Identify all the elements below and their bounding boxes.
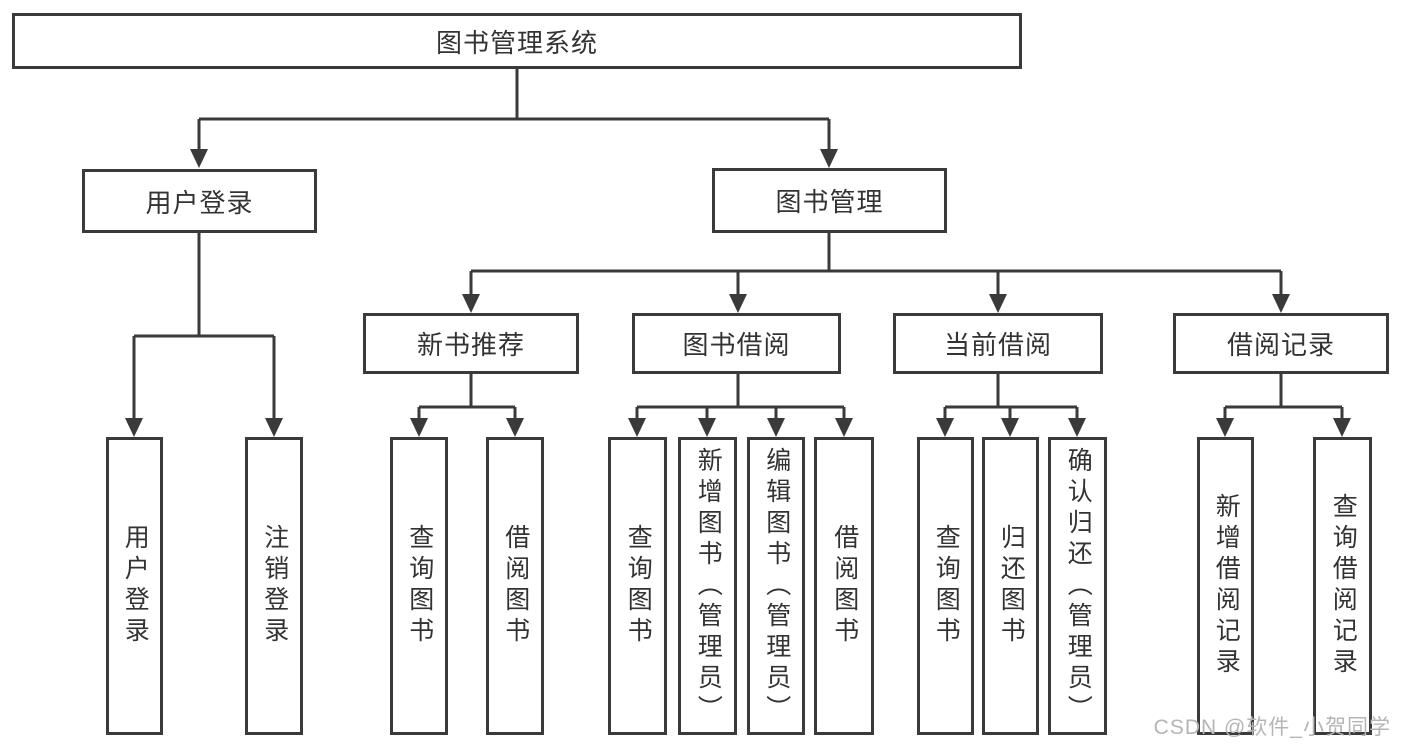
csdn-watermark: CSDN @软件_小贺同学 (1153, 716, 1391, 739)
leaf-user-login: 用户登录 (106, 437, 163, 735)
node-current-borrowing: 当前借阅 (893, 313, 1103, 374)
node-label: 图书借阅 (682, 330, 791, 360)
leaf-current-return-books: 归还图书 (982, 437, 1039, 735)
node-label: 查询图书 (932, 524, 961, 648)
leaf-newbook-query-books: 查询图书 (390, 437, 448, 735)
node-new-book-recommendation: 新书推荐 (363, 313, 579, 374)
node-label: 用户登录 (121, 524, 150, 648)
node-label: 确认归还（管理员） (1064, 446, 1093, 726)
leaf-borrowing-edit-books-admin: 编辑图书（管理员） (747, 437, 805, 735)
leaf-records-query-borrow-record: 查询借阅记录 (1313, 437, 1372, 735)
node-label: 借阅图书 (501, 524, 530, 648)
node-borrowing-records: 借阅记录 (1173, 313, 1389, 374)
node-label: 用户登录 (145, 187, 254, 218)
node-label: 借阅记录 (1226, 330, 1335, 360)
leaf-newbook-borrow-books: 借阅图书 (486, 437, 544, 735)
leaf-records-add-borrow-record: 新增借阅记录 (1197, 437, 1254, 735)
node-label: 图书管理系统 (435, 27, 598, 58)
node-book-borrowing: 图书借阅 (632, 313, 841, 374)
node-label: 新书推荐 (416, 330, 525, 360)
node-label: 当前借阅 (943, 330, 1052, 360)
node-label: 归还图书 (997, 524, 1026, 648)
node-label: 查询图书 (624, 524, 653, 648)
node-label: 注销登录 (260, 524, 289, 648)
leaf-logout: 注销登录 (245, 437, 303, 735)
leaf-borrowing-add-books-admin: 新增图书（管理员） (678, 437, 737, 735)
leaf-borrowing-borrow-books: 借阅图书 (814, 437, 874, 735)
node-label: 查询图书 (405, 524, 434, 648)
arrowheads (125, 149, 1351, 437)
leaf-borrowing-query-books: 查询图书 (608, 437, 667, 735)
node-book-management: 图书管理 (712, 168, 947, 233)
node-label: 编辑图书（管理员） (762, 446, 791, 726)
node-book-management-system: 图书管理系统 (12, 13, 1022, 69)
node-user-login: 用户登录 (82, 169, 317, 233)
node-label: 新增借阅记录 (1212, 493, 1241, 679)
node-label: 查询借阅记录 (1329, 493, 1358, 679)
node-label: 新增图书（管理员） (694, 446, 723, 726)
leaf-current-confirm-return-admin: 确认归还（管理员） (1048, 437, 1107, 735)
leaf-current-query-books: 查询图书 (917, 437, 974, 735)
node-label: 图书管理 (775, 187, 884, 217)
node-label: 借阅图书 (830, 524, 859, 648)
